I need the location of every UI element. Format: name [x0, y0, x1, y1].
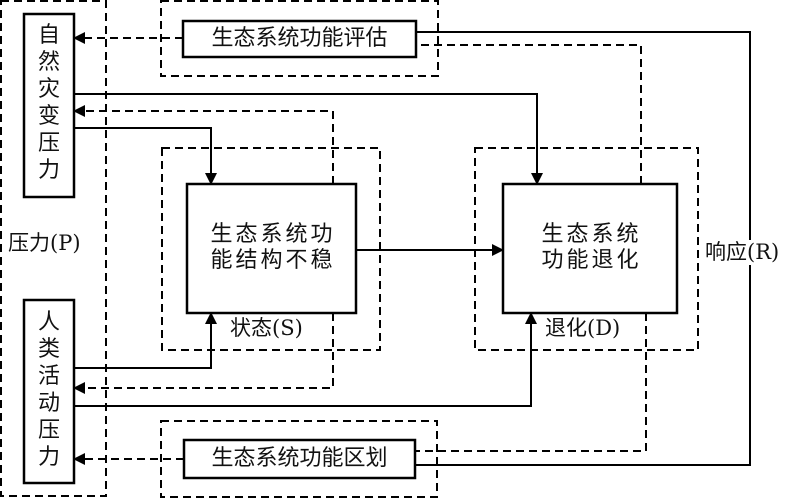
state-box: [185, 182, 358, 315]
state-to-natural-feedback: [73, 105, 334, 184]
zoning-box: [182, 438, 417, 480]
natural-pressure-box: [22, 12, 76, 199]
degradation-to-evaluation-feedback: [416, 44, 642, 184]
state-box-line2: 能结构不稳: [210, 248, 336, 273]
pressure-group-label: 压力(P): [8, 231, 81, 255]
state-to-human-feedback: [73, 313, 334, 394]
state-group-label: 状态(S): [230, 316, 303, 340]
degradation-box-label: 生态系统 功能退化: [503, 222, 680, 274]
response-group-label: 响应(R): [705, 240, 780, 265]
natural-pressure-label: 自然灾变压力: [37, 23, 60, 183]
degradation-box-line2: 功能退化: [541, 248, 642, 273]
state-box-label: 生态系统功 能结构不稳: [187, 222, 359, 274]
natural-to-degradation-arrow: [74, 93, 543, 185]
human-pressure-label: 人类活动压力: [37, 310, 60, 470]
evaluation-label: 生态系统功能评估: [211, 26, 388, 51]
natural-to-state-arrow: [74, 127, 217, 185]
zoning-group-frame: [160, 420, 438, 498]
human-to-degradation-arrow: [74, 312, 537, 407]
state-box-line1: 生态系统功: [210, 222, 336, 247]
degradation-to-zoning-feedback: [415, 313, 647, 452]
human-to-state-arrow: [74, 312, 217, 369]
zoning-label: 生态系统功能区划: [211, 446, 388, 471]
degradation-box: [501, 182, 679, 315]
degradation-group-label: 退化(D): [545, 316, 621, 340]
evaluation-group-frame: [160, 0, 439, 77]
pressure-group-frame: [0, 0, 107, 497]
degradation-box-line1: 生态系统: [541, 222, 642, 247]
